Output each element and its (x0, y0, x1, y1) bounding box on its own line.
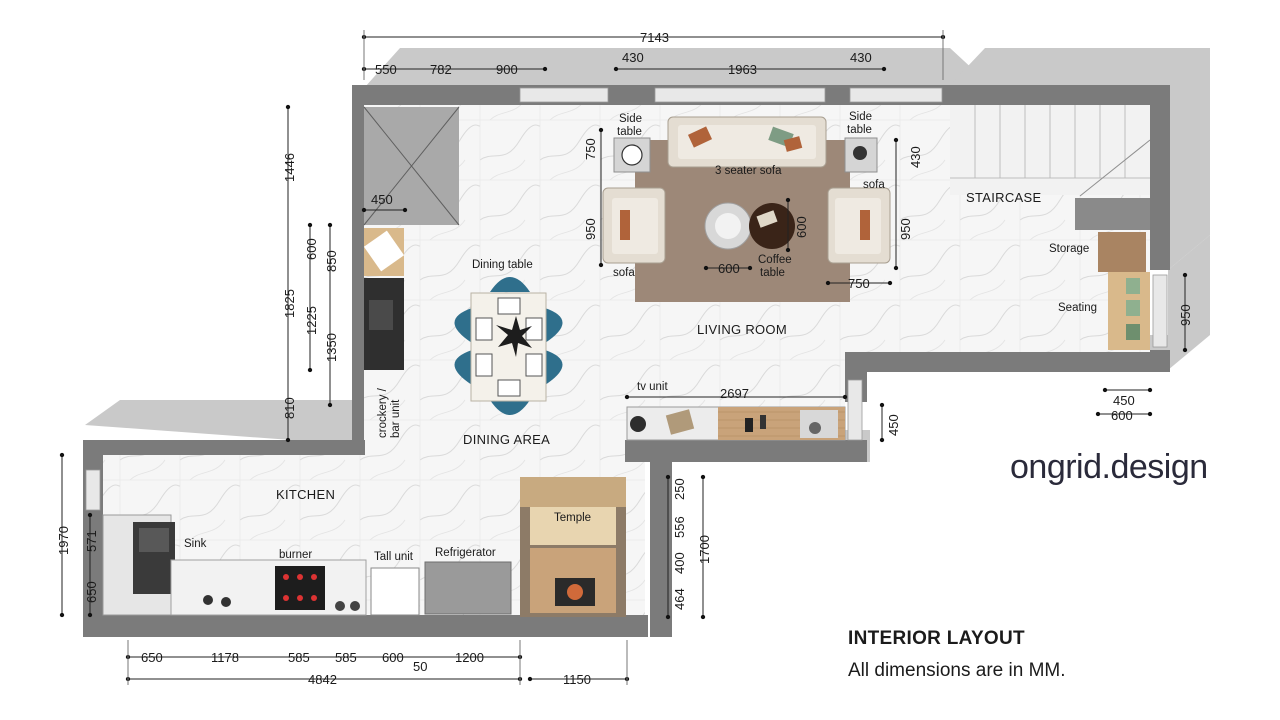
label-side-table-left-1: Side (619, 113, 642, 125)
label-seating: Seating (1058, 302, 1097, 314)
dim-bottom-4842: 4842 (308, 672, 337, 687)
entry-box (363, 106, 460, 226)
kitchen-counter (102, 514, 512, 616)
dim-430-b: 430 (850, 50, 872, 65)
label-three-seater-sofa: 3 seater sofa (715, 165, 782, 177)
crockery-unit (363, 228, 405, 370)
dim-782: 782 (430, 62, 452, 77)
room-label-kitchen: KITCHEN (276, 487, 335, 502)
room-label-dining: DINING AREA (463, 432, 550, 447)
coffee-tables (704, 202, 795, 250)
dim-coffee-600-a: 600 (718, 261, 740, 276)
room-label-staircase: STAIRCASE (966, 190, 1041, 205)
dim-side-table-750: 750 (583, 138, 598, 160)
label-burner: burner (279, 549, 312, 561)
label-sink: Sink (184, 538, 207, 550)
seating-unit (1108, 272, 1150, 350)
dim-coffee-600-b: 600 (794, 216, 809, 238)
sofa-right (827, 187, 891, 264)
staircase-steps (950, 105, 1151, 197)
label-coffee-table-2: table (760, 267, 785, 279)
dim-seat-600: 600 (1111, 408, 1133, 423)
dim-550: 550 (375, 62, 397, 77)
dim-kitchen-650: 650 (84, 581, 99, 603)
dim-left-1825: 1825 (282, 289, 297, 318)
dim-left-810: 810 (282, 397, 297, 419)
dim-top-total: 7143 (640, 30, 669, 45)
dim-side-table-430: 430 (908, 146, 923, 168)
dim-kitchen-1970: 1970 (56, 526, 71, 555)
three-seater-sofa (667, 116, 827, 168)
dim-sofa-750: 750 (848, 276, 870, 291)
dim-1963: 1963 (728, 62, 757, 77)
dim-900: 900 (496, 62, 518, 77)
dim-temple-464: 464 (672, 588, 687, 610)
dim-bottom-1200: 1200 (455, 650, 484, 665)
dim-left-1225: 1225 (304, 306, 319, 335)
dim-bottom-600: 600 (382, 650, 404, 665)
dim-bottom-650: 650 (141, 650, 163, 665)
dining-set (454, 277, 563, 415)
dim-bottom-585-a: 585 (288, 650, 310, 665)
layout-subtitle: All dimensions are in MM. (848, 660, 1066, 681)
label-side-table-left-2: table (617, 126, 642, 138)
label-sofa-left: sofa (613, 267, 635, 279)
label-dining-table: Dining table (472, 259, 533, 271)
dim-bottom-1178: 1178 (211, 650, 239, 665)
label-tv-unit: tv unit (637, 381, 668, 393)
brand-logo: ongrid.design (1010, 448, 1208, 486)
label-crockery-2: bar unit (390, 399, 402, 438)
dim-temple-250: 250 (672, 478, 687, 500)
dim-left-1350: 1350 (324, 333, 339, 362)
label-temple: Temple (554, 512, 591, 524)
side-table-left (613, 137, 651, 173)
dim-sofa-950-a: 950 (583, 218, 598, 240)
temple (520, 477, 626, 617)
dim-tv-450: 450 (886, 414, 901, 436)
layout-title: INTERIOR LAYOUT (848, 628, 1025, 649)
dim-temple-1700: 1700 (697, 535, 712, 564)
dim-430-a: 430 (622, 50, 644, 65)
storage-unit (1098, 232, 1146, 272)
label-side-table-right-1: Side (849, 111, 872, 123)
dim-temple-400: 400 (672, 552, 687, 574)
dim-left-850: 850 (324, 250, 339, 272)
label-coffee-table-1: Coffee (758, 254, 792, 266)
label-storage: Storage (1049, 243, 1089, 255)
dim-seat-950: 950 (1178, 304, 1193, 326)
room-label-living: LIVING ROOM (697, 322, 787, 337)
sofa-left (602, 187, 666, 264)
staircase-block (1075, 198, 1150, 230)
label-tall-unit: Tall unit (374, 551, 414, 563)
dim-temple-556: 556 (672, 516, 687, 538)
dim-bottom-585-b: 585 (335, 650, 357, 665)
dim-left-1446: 1446 (282, 153, 297, 182)
label-refrigerator: Refrigerator (435, 547, 496, 559)
dim-450-entry: 450 (371, 192, 393, 207)
side-table-right (844, 137, 878, 173)
dim-kitchen-571: 571 (84, 530, 99, 552)
dimension-lines (59, 30, 1188, 685)
label-crockery-1: crockery / (377, 387, 389, 438)
dim-bottom-50: 50 (413, 659, 427, 674)
label-sofa-right: sofa (863, 179, 885, 191)
dim-bottom-1150: 1150 (563, 672, 591, 687)
tv-unit (626, 406, 846, 441)
windows (85, 87, 1168, 511)
dim-seat-450: 450 (1113, 393, 1135, 408)
dim-tv-2697: 2697 (720, 386, 749, 401)
label-side-table-right-2: table (847, 124, 872, 136)
dim-sofa-950-b: 950 (898, 218, 913, 240)
dim-left-600: 600 (304, 238, 319, 260)
